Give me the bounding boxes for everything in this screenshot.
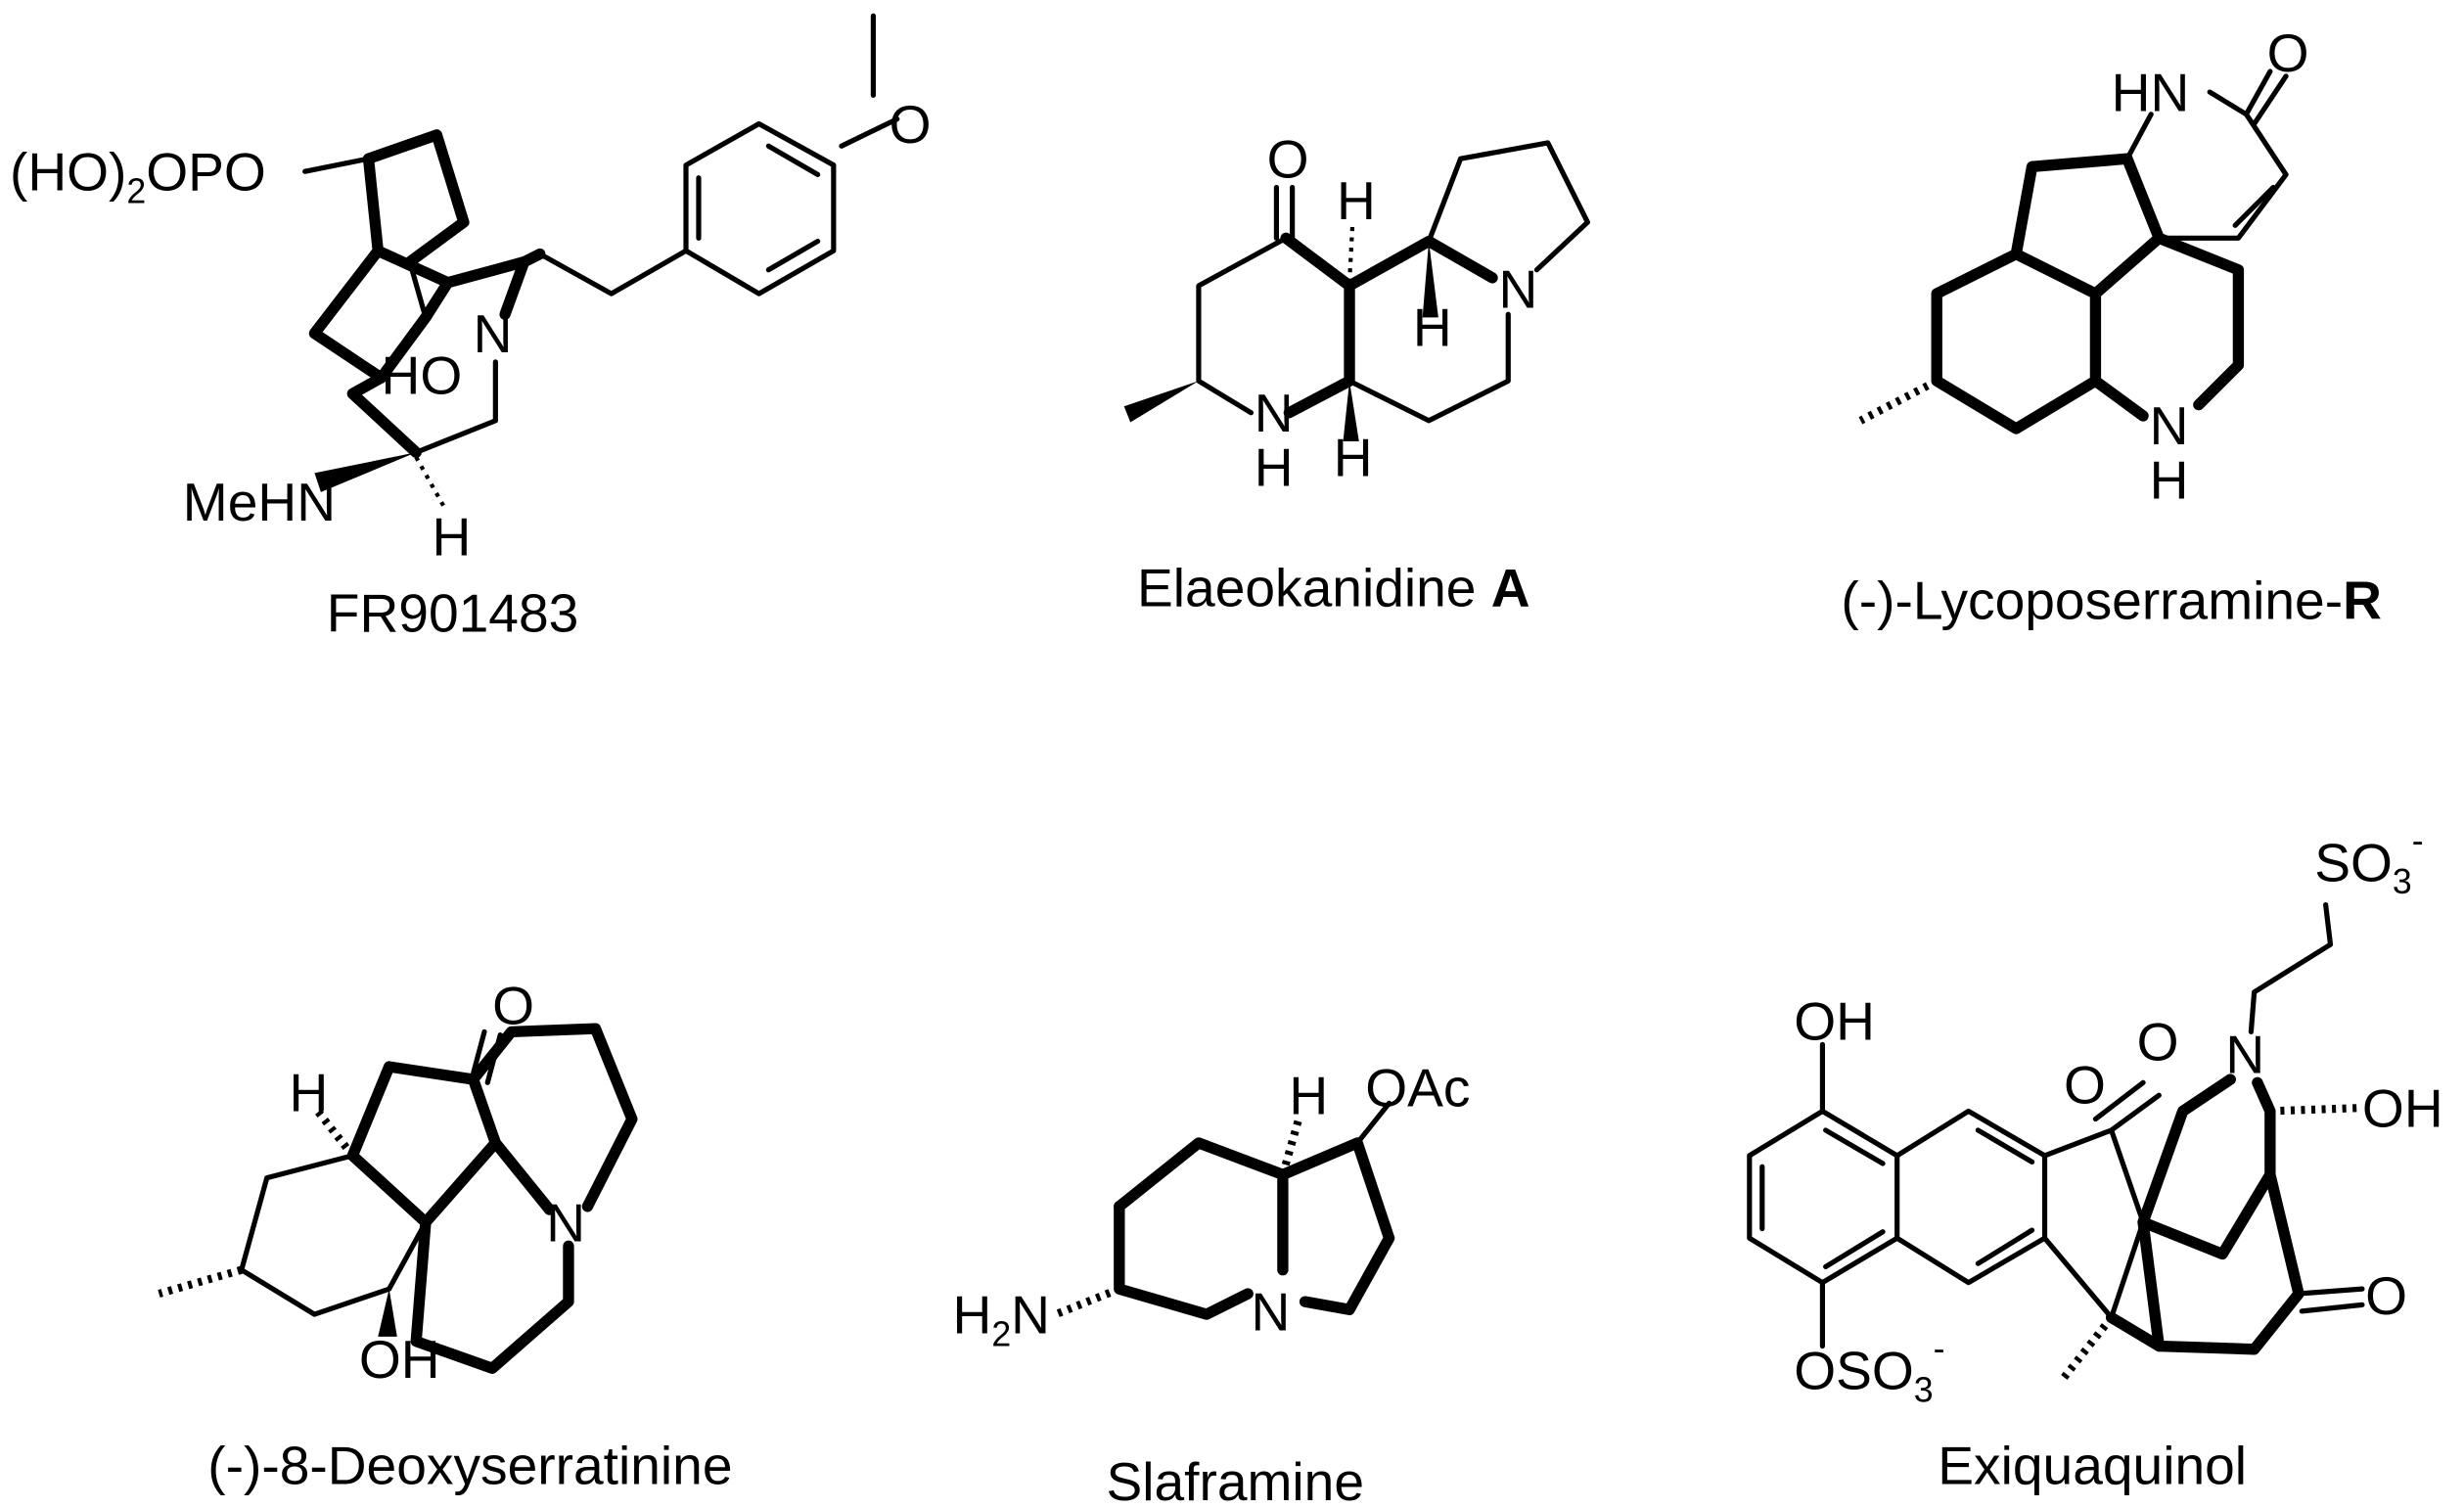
exiquaquinol-o-b: O [2137, 1012, 2179, 1073]
exiquaquinol-oh-top: OH [1794, 990, 1875, 1051]
lycoposerramine-h: H [2150, 449, 2189, 510]
lycoposerramine-bonds [1858, 69, 2289, 434]
compound-deoxyserratinine: O H N OH (-)-8-Deoxyserratinine [158, 975, 733, 1496]
fr901483-n: N [474, 303, 513, 364]
exiquaquinol-so3: SO3- [2314, 821, 2423, 901]
fr901483-bonds [302, 13, 900, 510]
exiquaquinol-o-a: O [2064, 1054, 2106, 1115]
exiquaquinol-o-ketone: O [2365, 1265, 2407, 1326]
fr901483-ho: HO [382, 344, 463, 405]
elaeokanidine-o: O [1267, 129, 1309, 190]
elaeokanidine-h3: H [1334, 428, 1373, 488]
compound-name-exiquaquinol: Exiquaquinol [1938, 1436, 2247, 1496]
slaframine-bonds [1054, 1100, 1395, 1320]
exiquaquinol-oso3: OSO3- [1794, 1329, 1944, 1409]
elaeokanidine-n: N [1499, 259, 1538, 320]
elaeokanidine-nh-n: N [1255, 383, 1294, 443]
compound-name-lycoposerramine-r: (-)-Lycoposerramine-R [1841, 571, 2382, 631]
compound-fr901483: (HO)2OPO O N HO MeHN H FR901483 [10, 13, 932, 644]
compound-name-fr901483: FR901483 [327, 583, 579, 644]
deoxyserratinine-oh: OH [359, 1329, 440, 1390]
slaframine-n: N [1251, 1281, 1290, 1342]
lycoposerramine-o: O [2267, 23, 2309, 83]
elaeokanidine-nh-h: H [1255, 436, 1294, 497]
slaframine-h2n: H2N [953, 1285, 1051, 1354]
slaframine-oac: OAc [1365, 1058, 1470, 1119]
deoxyserratinine-bonds [158, 1023, 638, 1374]
deoxyserratinine-o: O [492, 975, 534, 1035]
compound-exiquaquinol: SO3- OH N O O OH O OSO3- Exiquaquinol [1747, 821, 2443, 1496]
exiquaquinol-n: N [2225, 1025, 2264, 1085]
compound-name-elaeokanidine-a: Elaeokanidine A [1137, 558, 1530, 618]
lycoposerramine-hn: HN [2112, 63, 2190, 123]
exiquaquinol-oh-right: OH [2362, 1078, 2443, 1139]
elaeokanidine-h2: H [1413, 297, 1452, 358]
fr901483-mehn: MeHN [183, 472, 336, 532]
compound-lycoposerramine-r: HN O N H (-)-Lycoposerramine-R [1841, 23, 2382, 631]
compound-name-slaframine: Slaframine [1106, 1451, 1364, 1508]
slaframine-h: H [1289, 1066, 1328, 1126]
elaeokanidine-bonds [1123, 140, 1590, 441]
compound-name-deoxyserratinine: (-)-8-Deoxyserratinine [207, 1436, 732, 1496]
deoxyserratinine-h: H [289, 1062, 328, 1122]
fr901483-phosphate-label: (HO)2OPO [10, 142, 266, 211]
compound-slaframine: H OAc H2N N Slaframine [953, 1058, 1471, 1508]
fr901483-h: H [432, 507, 471, 568]
lycoposerramine-n: N [2150, 395, 2189, 456]
deoxyserratinine-n: N [546, 1192, 585, 1253]
fr901483-methoxy-o: O [890, 94, 932, 155]
elaeokanidine-h1: H [1337, 170, 1376, 231]
compound-elaeokanidine-a: O N N H H H H Elaeokanidine A [1123, 129, 1590, 618]
exiquaquinol-bonds [1747, 902, 2365, 1381]
